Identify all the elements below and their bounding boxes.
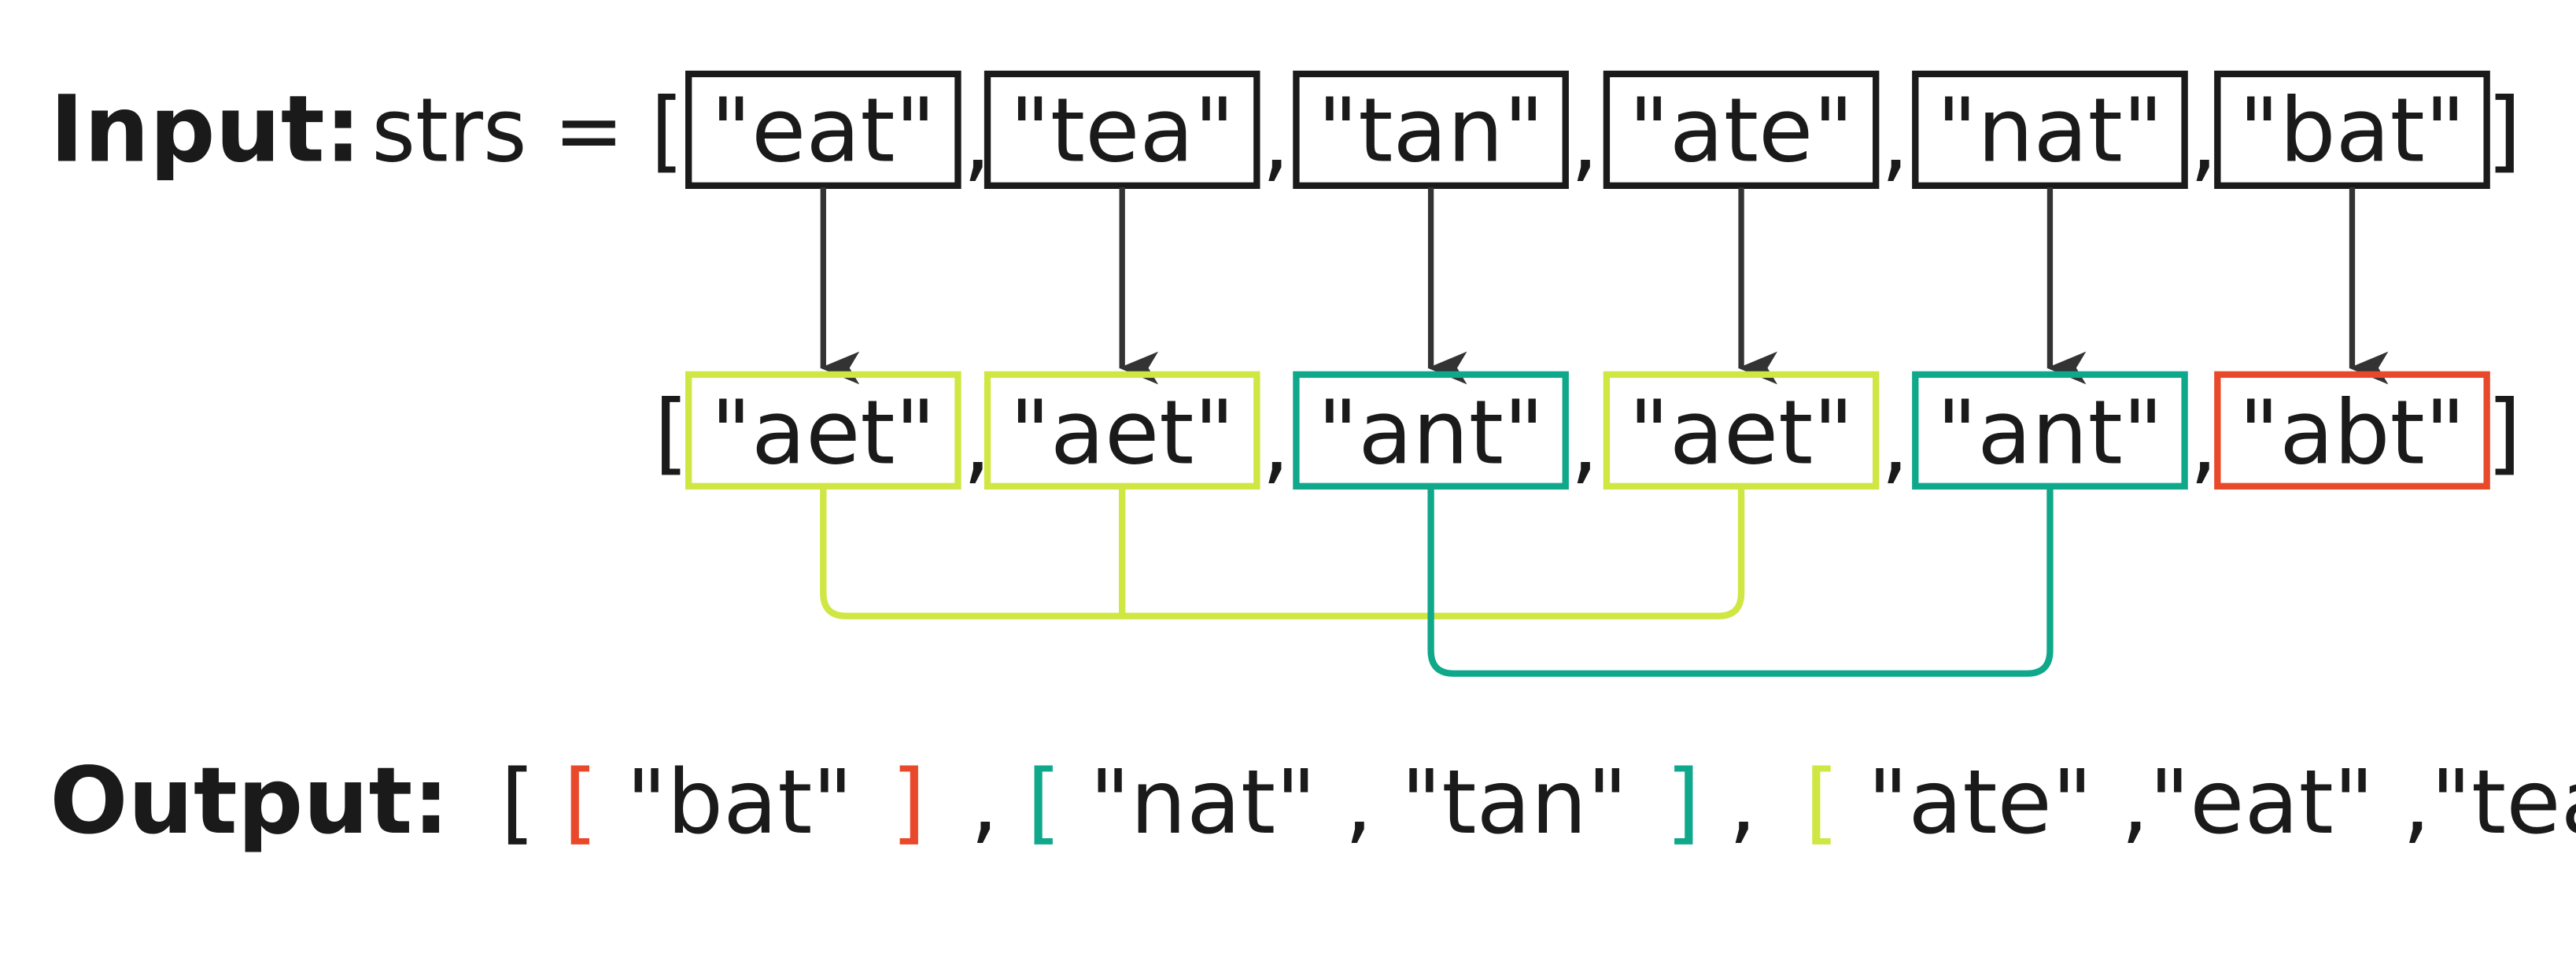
sorted-key-box: "aet" xyxy=(685,371,961,490)
sorted-close-bracket: ] xyxy=(2487,381,2522,485)
input-word-box-border xyxy=(1603,70,1880,190)
sorted-key-box-border xyxy=(1293,371,1569,490)
group-1-open: [ xyxy=(1027,750,1061,854)
input-word-box: "eat" xyxy=(685,70,961,190)
comma: , xyxy=(2190,390,2218,494)
input-word-box-border xyxy=(1912,70,2188,190)
comma: , xyxy=(1880,390,1909,494)
comma: , xyxy=(1880,88,1909,192)
sorted-key-text: "aet" xyxy=(710,381,936,485)
input-word-box-border xyxy=(2214,70,2490,190)
input-words: "eat","tea","tan","ate","nat","bat" xyxy=(685,70,2490,192)
input-word-text: "tan" xyxy=(1317,79,1544,183)
group-2-open: [ xyxy=(1805,750,1840,854)
sorted-key-text: "ant" xyxy=(1317,381,1544,485)
sep-1: , xyxy=(1729,750,1757,854)
sorted-open-bracket: [ xyxy=(654,381,688,485)
output-label: Output: xyxy=(50,748,449,855)
input-close-bracket: ] xyxy=(2487,79,2522,183)
group-0-close: ] xyxy=(891,750,926,854)
sorted-key-box-border xyxy=(685,371,961,490)
sorted-key-box: "ant" xyxy=(1293,371,1569,490)
input-word-box-border xyxy=(1293,70,1569,190)
sorted-key-box: "aet" xyxy=(984,371,1260,490)
input-word-text: "eat" xyxy=(710,79,936,183)
group-2-items: "ate" ,"eat" ,"tea" xyxy=(1867,750,2576,854)
sorted-key-text: "aet" xyxy=(1629,381,1854,485)
sep-0: , xyxy=(970,750,998,854)
group-0-open: [ xyxy=(563,750,598,854)
sorted-key-box-border xyxy=(1603,371,1880,490)
input-word-text: "tea" xyxy=(1009,79,1234,183)
output-outer-open: [ xyxy=(500,750,535,854)
input-word-box: "tan" xyxy=(1293,70,1569,190)
group-1-items: "nat" , "tan" xyxy=(1090,750,1656,854)
comma: , xyxy=(1262,88,1290,192)
input-word-text: "ate" xyxy=(1629,79,1854,183)
sorted-key-text: "abt" xyxy=(2238,381,2465,485)
sorted-key-box: "abt" xyxy=(2214,371,2490,490)
input-word-box-border xyxy=(984,70,1260,190)
group-1-close: ] xyxy=(1666,750,1700,854)
sorted-key-box: "ant" xyxy=(1912,371,2188,490)
input-label: Input: xyxy=(50,76,361,183)
input-word-text: "bat" xyxy=(2238,79,2465,183)
comma: , xyxy=(1570,88,1599,192)
group-0-items: "bat" xyxy=(626,750,881,854)
comma: , xyxy=(1262,390,1290,494)
input-word-box: "nat" xyxy=(1912,70,2188,190)
input-word-box: "bat" xyxy=(2214,70,2490,190)
sorted-key-box-border xyxy=(1912,371,2188,490)
arrows xyxy=(820,187,2389,385)
input-word-box: "tea" xyxy=(984,70,1260,190)
sorted-keys: "aet","aet","ant","aet","ant","abt" xyxy=(685,371,2490,494)
comma: , xyxy=(1570,390,1599,494)
sorted-key-box: "aet" xyxy=(1603,371,1880,490)
input-word-box-border xyxy=(685,70,961,190)
group-connector xyxy=(1427,487,2054,677)
output-line: Output: [ [ "bat" ] , [ "nat" , "tan" ] … xyxy=(50,748,2576,855)
group-connector xyxy=(820,487,1745,619)
sorted-key-text: "ant" xyxy=(1936,381,2163,485)
sorted-key-box-border xyxy=(2214,371,2490,490)
input-prefix: strs = [ xyxy=(371,79,684,183)
input-word-text: "nat" xyxy=(1936,79,2163,183)
input-word-box: "ate" xyxy=(1603,70,1880,190)
sorted-key-box-border xyxy=(984,371,1260,490)
comma: , xyxy=(2190,88,2218,192)
group-connectors xyxy=(820,487,2054,677)
sorted-key-text: "aet" xyxy=(1009,381,1234,485)
